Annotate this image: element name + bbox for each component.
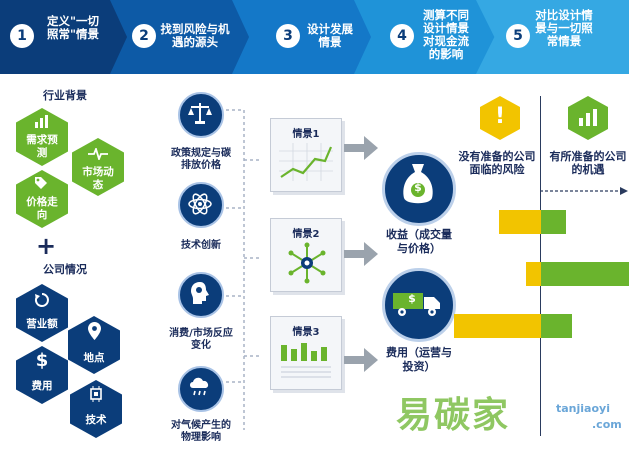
- company-cost-label: 费用: [31, 380, 53, 392]
- impact-cost-label: 费用（运营与投资）: [386, 346, 452, 373]
- truck-dollar: $: [408, 292, 416, 305]
- scenario-3-card: 情景3: [270, 316, 342, 390]
- step-3-number: 3: [276, 24, 300, 48]
- plus-sign: +: [36, 232, 57, 260]
- scenario-3-title: 情景3: [292, 327, 320, 338]
- scales-icon: [188, 103, 212, 124]
- exclamation-icon: !: [494, 104, 506, 129]
- opportunity-bar-2: [541, 262, 629, 286]
- industry-demand-label: 需求预测: [26, 134, 58, 159]
- step-2-label: 找到风险与机遇的源头: [160, 22, 230, 49]
- dollar-icon: $: [35, 350, 49, 371]
- source-policy-label: 政策规定与碳排放价格: [171, 148, 231, 171]
- step-3: [232, 0, 374, 74]
- opportunity-bar-3: [541, 314, 572, 338]
- source-climate-label: 对气候产生的物理影响: [171, 420, 231, 443]
- step-5-number: 5: [506, 24, 530, 48]
- climate-circle: [178, 366, 224, 412]
- chip-icon: [90, 386, 102, 402]
- watermark-site: tanjiaoyi: [556, 402, 610, 415]
- step-1-label: 定义"一切照常"情景: [47, 14, 99, 41]
- scenario-2-title: 情景2: [292, 229, 320, 240]
- step-5-label: 对比设计情景与一切照常情景: [535, 8, 593, 48]
- opportunity-label: 有所准备的公司的机遇: [549, 150, 627, 176]
- industry-price-label: 价格走向: [26, 196, 58, 221]
- head-brain-icon: [191, 282, 209, 304]
- step-4: [354, 0, 496, 74]
- cloud-rain-icon: [190, 377, 209, 396]
- price-tag-icon: [35, 177, 47, 189]
- scenario-2-card: 情景2: [270, 218, 342, 292]
- impact-revenue-label: 收益（成交量与价格）: [386, 228, 452, 255]
- pulse-icon: [88, 148, 108, 160]
- company-revenue-label: 营业额: [26, 318, 58, 330]
- source-connector-lines: [220, 109, 262, 430]
- risk-bar-1: [499, 210, 541, 234]
- network-icon: [288, 242, 326, 284]
- step-5: [476, 0, 629, 74]
- scenario-1-title: 情景1: [292, 129, 320, 140]
- industry-hex-market: [72, 138, 124, 196]
- refresh-icon: [34, 293, 49, 307]
- watermark-brand: 易碳家: [396, 395, 511, 436]
- source-tech-label: 技术创新: [181, 240, 221, 251]
- company-title: 公司情况: [43, 263, 87, 276]
- scenario-arrows: [344, 136, 378, 372]
- money-bag-icon: [403, 164, 433, 204]
- source-consumer-label: 消费/市场反应变化: [169, 328, 233, 351]
- risk-bar-2: [526, 262, 541, 286]
- atom-icon: [188, 193, 212, 215]
- industry-market-label: 市场动态: [82, 166, 114, 191]
- risk-label: 没有准备的公司面临的风险: [458, 150, 536, 176]
- step-4-label: 测算不同设计情景对现金流的影响: [423, 8, 469, 61]
- company-tech-label: 技术: [85, 414, 107, 426]
- scenario-1-card: 情景1: [270, 118, 342, 192]
- industry-title: 行业背景: [43, 89, 87, 102]
- line-chart-icon: [279, 143, 333, 181]
- company-location-label: 地点: [83, 352, 105, 364]
- step-3-label: 设计发展情景: [307, 22, 353, 49]
- location-pin-icon: [88, 322, 101, 340]
- bar-chart-icon: [35, 115, 48, 128]
- step-2-number: 2: [132, 24, 156, 48]
- risk-bar-3: [454, 314, 541, 338]
- opportunity-bar-1: [541, 210, 566, 234]
- bar-graph-icon: [281, 343, 331, 378]
- step-4-number: 4: [390, 24, 414, 48]
- watermark-tld: .com: [592, 418, 622, 431]
- bar-chart-icon: [579, 109, 597, 126]
- truck-icon: [393, 293, 440, 316]
- axis-dashed-arrow: [540, 187, 628, 195]
- money-bag-dollar: $: [414, 181, 422, 194]
- step-1-number: 1: [10, 24, 34, 48]
